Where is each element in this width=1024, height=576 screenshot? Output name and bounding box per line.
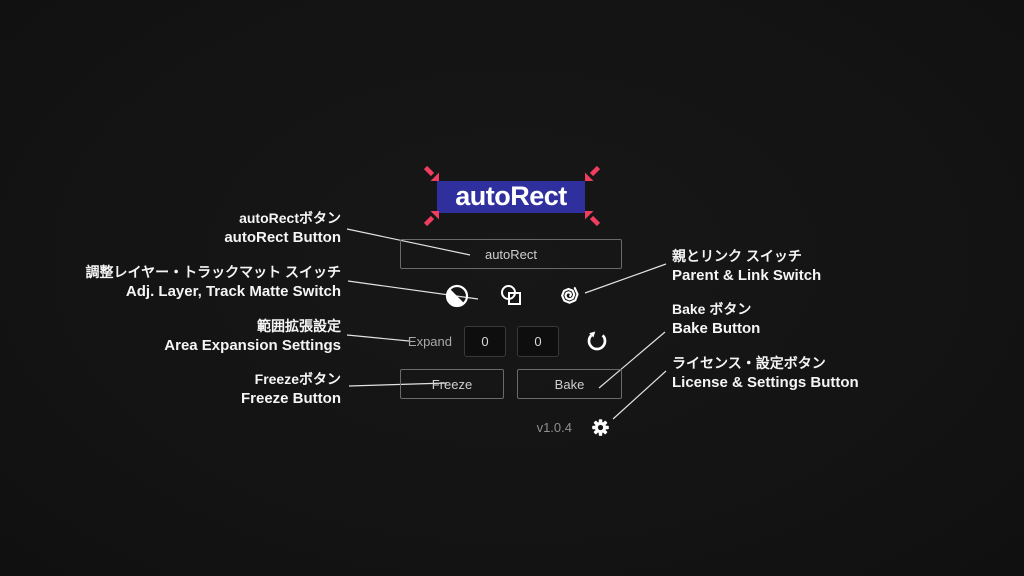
parent-link-switch-icon[interactable]: [556, 282, 582, 308]
refresh-icon[interactable]: [585, 329, 609, 353]
annotation-freeze-button: Freezeボタン Freeze Button: [241, 370, 341, 408]
bake-button-label: Bake: [554, 376, 585, 392]
annotation-en: Freeze Button: [240, 390, 341, 407]
annotation-license-settings: ライセンス・設定ボタン License & Settings Button: [672, 354, 859, 392]
version-label: v1.0.4: [536, 420, 572, 435]
expand-y-input[interactable]: [517, 326, 559, 357]
inward-arrow-icon: [423, 211, 439, 227]
inward-arrow-icon: [423, 165, 439, 181]
annotation-en: Area Expansion Settings: [164, 337, 341, 354]
inward-arrow-icon: [585, 165, 601, 181]
adjustment-layer-switch-icon[interactable]: [444, 283, 470, 309]
annotation-en: Bake Button: [672, 320, 761, 337]
autorect-button[interactable]: autoRect: [400, 239, 622, 269]
annotation-jp: 範囲拡張設定: [257, 318, 341, 334]
annotation-parent-link-switch: 親とリンク スイッチ Parent & Link Switch: [672, 247, 821, 285]
autorect-logo: autoRect: [437, 181, 585, 213]
autorect-button-label: autoRect: [484, 246, 538, 262]
annotation-bake-button: Bake ボタン Bake Button: [672, 300, 760, 338]
expand-x-input[interactable]: [464, 326, 506, 357]
annotation-en: Parent & Link Switch: [672, 267, 822, 284]
annotation-jp: ライセンス・設定ボタン: [672, 355, 826, 371]
expand-label: Expand: [407, 334, 452, 349]
annotation-jp: 親とリンク スイッチ: [672, 248, 802, 264]
annotation-en: Adj. Layer, Track Matte Switch: [125, 283, 341, 300]
annotation-en: autoRect Button: [224, 229, 341, 246]
annotation-area-expansion: 範囲拡張設定 Area Expansion Settings: [164, 317, 341, 355]
bake-button[interactable]: Bake: [517, 369, 622, 399]
track-matte-switch-icon[interactable]: [499, 283, 525, 309]
annotation-jp: Bake ボタン: [672, 301, 752, 317]
annotation-autorect-button: autoRectボタン autoRect Button: [224, 209, 341, 247]
annotation-jp: Freezeボタン: [254, 371, 341, 387]
annotation-adj-layer-track-matte: 調整レイヤー・トラックマット スイッチ Adj. Layer, Track Ma…: [86, 263, 341, 301]
settings-gear-icon[interactable]: [590, 417, 611, 438]
logo-wordmark: autoRect: [455, 180, 567, 211]
annotation-en: License & Settings Button: [672, 374, 859, 391]
annotation-jp: autoRectボタン: [239, 210, 341, 226]
annotation-jp: 調整レイヤー・トラックマット スイッチ: [85, 264, 341, 280]
inward-arrow-icon: [585, 211, 601, 227]
freeze-button[interactable]: Freeze: [400, 369, 504, 399]
freeze-button-label: Freeze: [431, 376, 473, 392]
